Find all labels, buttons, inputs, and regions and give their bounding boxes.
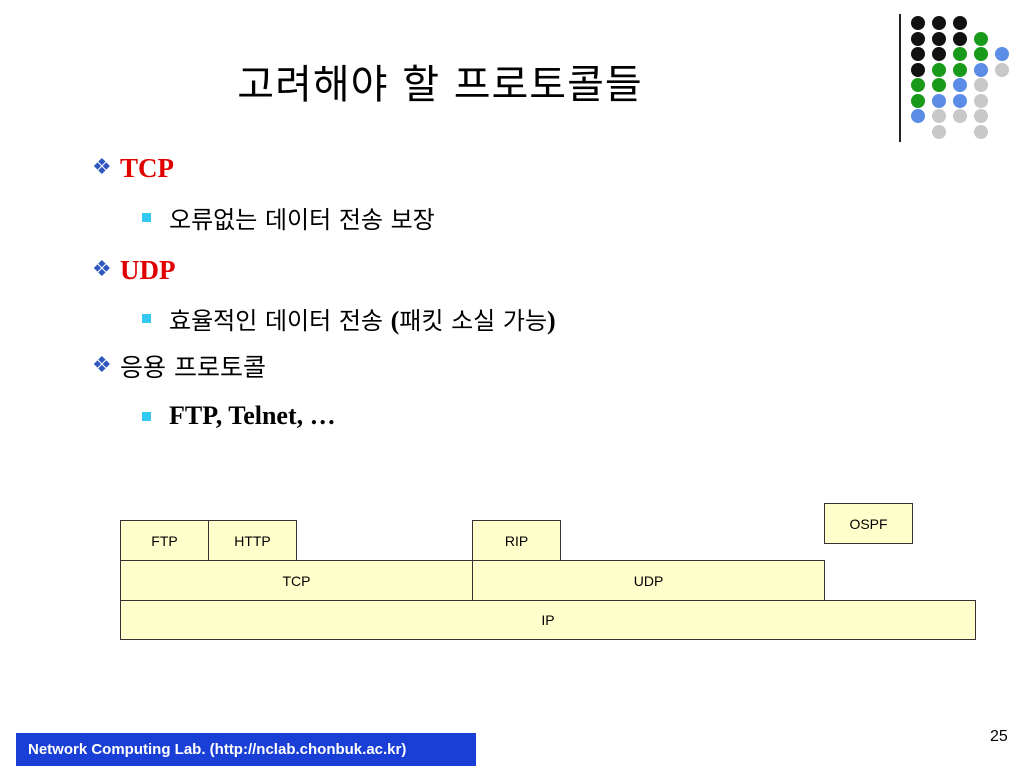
ospf-box: OSPF: [824, 503, 913, 544]
slide-title: 고려해야 할 프로토콜들: [237, 62, 643, 108]
decorative-dot: [932, 62, 946, 77]
sub-bullet-text: FTP, Telnet, …: [169, 401, 336, 431]
decorative-dot: [995, 47, 1009, 61]
bullet-item: ❖ 응용 프로토콜: [92, 348, 266, 384]
sub-bullet-text-part: FTP, Telnet, …: [169, 401, 336, 430]
decorative-dot: [932, 16, 946, 30]
four-diamond-icon: ❖: [92, 155, 112, 180]
bullet-item: ❖ TCP: [92, 150, 174, 186]
decorative-dot: [953, 78, 967, 92]
decorative-dot: [932, 109, 946, 123]
decorative-dot: [953, 109, 967, 123]
sub-bullet-text-part: (: [390, 305, 400, 335]
footer-text: Network Computing Lab. (http://nclab.cho…: [28, 741, 407, 758]
sub-bullet-item: FTP, Telnet, …: [142, 398, 336, 434]
sub-bullet-item: 효율적인 데이터 전송 (패킷 소실 가능): [142, 300, 556, 336]
footer-bar: Network Computing Lab. (http://nclab.cho…: [16, 733, 476, 766]
decorative-dot: [953, 47, 967, 61]
rip-box: RIP: [472, 520, 561, 561]
decorative-dot: [974, 109, 988, 123]
decorative-dot: [932, 93, 946, 108]
decorative-dot: [932, 31, 946, 46]
bullet-label: 응용 프로토콜: [120, 353, 266, 382]
http-box: HTTP: [208, 520, 297, 561]
decorative-dot: [953, 62, 967, 77]
decorative-dot: [953, 93, 967, 108]
decorative-dot: [932, 124, 946, 139]
ftp-box: FTP: [120, 520, 209, 561]
decorative-dot: [911, 109, 925, 123]
four-diamond-icon: ❖: [92, 257, 112, 282]
bullet-label: UDP: [120, 254, 176, 285]
sub-bullet-text-part: 패킷 소실 가능: [399, 306, 548, 335]
sub-bullet-text: 효율적인 데이터 전송 (패킷 소실 가능): [169, 301, 556, 336]
square-bullet-icon: [142, 212, 151, 222]
sub-bullet-text-part: ): [547, 305, 556, 335]
four-diamond-icon: ❖: [92, 353, 112, 378]
decorative-dot: [974, 31, 988, 46]
decorative-dot: [911, 31, 925, 46]
divider-line: [899, 14, 901, 142]
sub-bullet-text-part: 오류없는 데이터 전송 보장: [169, 205, 435, 234]
decorative-dot: [974, 62, 988, 77]
decorative-dot: [953, 31, 967, 46]
sub-bullet-text-part: 효율적인 데이터 전송: [169, 306, 391, 335]
bullet-label: TCP: [120, 152, 174, 183]
bullet-item: ❖ UDP: [92, 252, 176, 288]
sub-bullet-item: 오류없는 데이터 전송 보장: [142, 199, 435, 235]
decorative-dot: [932, 78, 946, 92]
decorative-dot: [974, 124, 988, 139]
decorative-dot: [911, 47, 925, 61]
decorative-dot: [995, 62, 1009, 77]
decorative-dot: [953, 16, 967, 30]
decorative-dot: [974, 93, 988, 108]
decorative-dot: [911, 78, 925, 92]
sub-bullet-text: 오류없는 데이터 전송 보장: [169, 200, 435, 235]
tcp-box: TCP: [120, 560, 473, 601]
square-bullet-icon: [142, 313, 151, 323]
decorative-dot: [911, 93, 925, 108]
decorative-dot: [911, 62, 925, 77]
page-number: 25: [990, 728, 1008, 745]
decorative-dot: [974, 47, 988, 61]
udp-box: UDP: [472, 560, 825, 601]
ip-box: IP: [120, 600, 976, 640]
decorative-dot: [974, 78, 988, 92]
decorative-dot: [932, 47, 946, 61]
square-bullet-icon: [142, 411, 151, 421]
decorative-dot: [911, 16, 925, 30]
